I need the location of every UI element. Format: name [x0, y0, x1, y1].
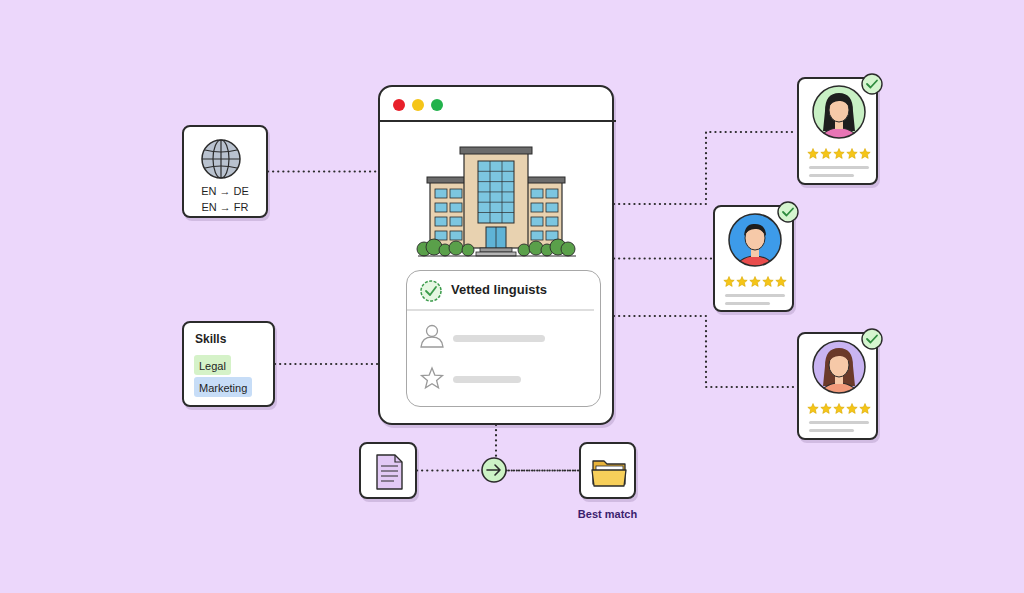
- linguist-card: [797, 77, 878, 185]
- node-text: Skills: [195, 332, 273, 346]
- profile-illustration: [799, 79, 876, 183]
- document-icon: [361, 444, 415, 497]
- language-box: EN → DEEN → FR: [182, 125, 268, 218]
- skills-box: SkillsLegalMarketing: [182, 321, 275, 407]
- browser-window: Vetted linguists: [378, 85, 614, 425]
- node-text: Marketing: [199, 382, 247, 394]
- linguist-card: [713, 205, 794, 312]
- skill-tag: Marketing: [194, 377, 252, 397]
- node-text: Best match: [559, 508, 656, 520]
- linguist-card: [797, 332, 878, 440]
- dotted-connector: [614, 316, 797, 387]
- flow-arrow-icon: [482, 458, 506, 482]
- dotted-connector: [614, 132, 797, 204]
- profile-illustration: [715, 207, 792, 310]
- dotted-connector: [268, 170, 378, 172]
- dotted-connector: [496, 425, 579, 471]
- dotted-connector: [614, 257, 713, 259]
- node-text: Legal: [199, 360, 226, 372]
- node-text: Vetted linguists: [451, 282, 600, 297]
- profile-illustration: [799, 334, 876, 438]
- folder-icon: [581, 444, 634, 497]
- document-box: [359, 442, 417, 499]
- node-text: EN → DE: [184, 183, 266, 199]
- skill-tag: Legal: [194, 355, 231, 375]
- result-box: Best match: [579, 442, 636, 499]
- node-text: EN → FR: [184, 199, 266, 215]
- dotted-connector: [275, 363, 378, 365]
- vetted-card: Vetted linguists: [406, 270, 601, 407]
